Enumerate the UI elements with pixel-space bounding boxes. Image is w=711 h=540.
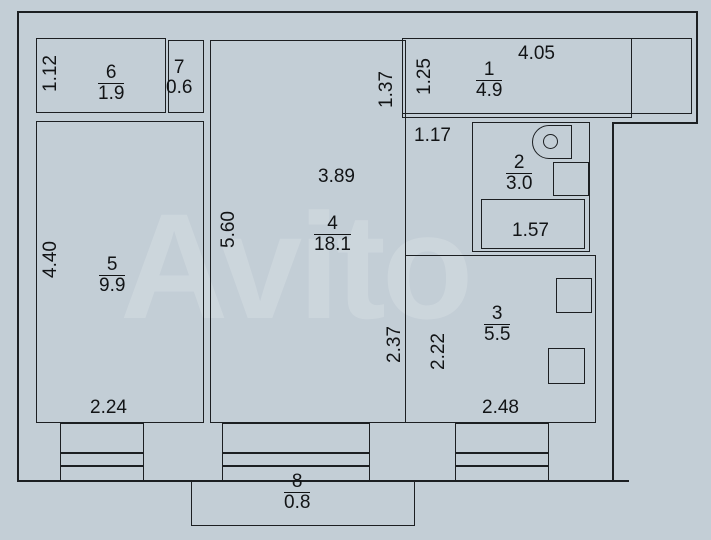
dim-room4-height: 5.60 <box>217 211 239 248</box>
room-area: 18.1 <box>314 233 351 255</box>
bath-sink-icon <box>553 162 589 196</box>
room-8-outline <box>191 480 415 526</box>
room-5-label: 5 9.9 <box>99 255 126 296</box>
room-area: 3.0 <box>506 172 533 194</box>
room-area: 1.9 <box>98 82 125 104</box>
window-room-3-pane2 <box>455 465 549 467</box>
room-area: 9.9 <box>99 274 126 296</box>
room-7-outline <box>168 40 204 113</box>
room-5-outline <box>36 121 204 423</box>
stove-icon <box>548 348 585 384</box>
room-6-outline <box>36 38 166 113</box>
dim-room6-height: 1.12 <box>39 55 61 92</box>
dim-room3-width: 2.48 <box>482 397 519 418</box>
room-number: 5 <box>99 255 126 276</box>
room-2-outline <box>472 122 590 252</box>
toilet-icon <box>532 125 572 159</box>
watermark: Avito <box>120 182 473 350</box>
window-room-5-pane2 <box>60 465 144 467</box>
room-8-label: 8 0.8 <box>284 472 311 513</box>
room-number: 2 <box>506 153 533 174</box>
outer-wall-top <box>17 11 617 13</box>
dim-room1-width: 4.05 <box>518 43 555 64</box>
room-2-label: 2 3.0 <box>506 153 533 194</box>
room-4-outline <box>210 40 406 423</box>
kitchen-sink-icon <box>556 278 592 313</box>
room-number: 4 <box>314 214 351 235</box>
outer-wall-left <box>17 11 19 481</box>
window-room-3-pane <box>455 452 549 454</box>
dim-hall-gap: 1.37 <box>375 71 397 108</box>
toilet-bowl-icon <box>543 134 558 149</box>
outer-wall-right-lower <box>612 122 614 482</box>
room-area: 5.5 <box>484 323 511 345</box>
dim-room5-height: 4.40 <box>39 241 61 278</box>
room-3-label: 3 5.5 <box>484 304 511 345</box>
room-area: 4.9 <box>476 79 503 101</box>
room-number: 1 <box>476 60 503 81</box>
dim-room3-height: 2.22 <box>427 333 449 370</box>
outer-wall-step <box>612 122 698 124</box>
window-room-5-pane <box>60 452 144 454</box>
room-3-outline <box>405 255 596 423</box>
room-7-label: 7 0.6 <box>166 58 192 98</box>
outer-wall-right-upper <box>696 11 698 123</box>
dim-room4-width: 3.89 <box>318 166 355 187</box>
outer-wall-bottom <box>17 480 629 482</box>
room-area: 0.6 <box>166 76 193 98</box>
dim-hall-width: 1.17 <box>414 125 451 146</box>
room-number: 6 <box>98 63 125 84</box>
room-1-label: 1 4.9 <box>476 60 503 101</box>
window-room-4-pane <box>222 452 370 454</box>
room-area: 0.8 <box>284 491 311 513</box>
room-number: 3 <box>484 304 511 325</box>
room-number: 8 <box>284 472 311 493</box>
room-6-label: 6 1.9 <box>98 63 125 104</box>
room-4-label: 4 18.1 <box>314 214 351 255</box>
dim-bath-length: 1.57 <box>512 220 549 241</box>
bathtub <box>481 199 585 249</box>
dim-room5-width: 2.24 <box>90 397 127 418</box>
room-number: 7 <box>173 57 185 78</box>
outer-wall-top-right <box>604 11 697 13</box>
room-1-inner <box>402 38 692 114</box>
dim-room1-height: 1.25 <box>413 58 435 95</box>
window-room-4-pane2 <box>222 465 370 467</box>
dim-room4-right: 2.37 <box>383 326 405 363</box>
